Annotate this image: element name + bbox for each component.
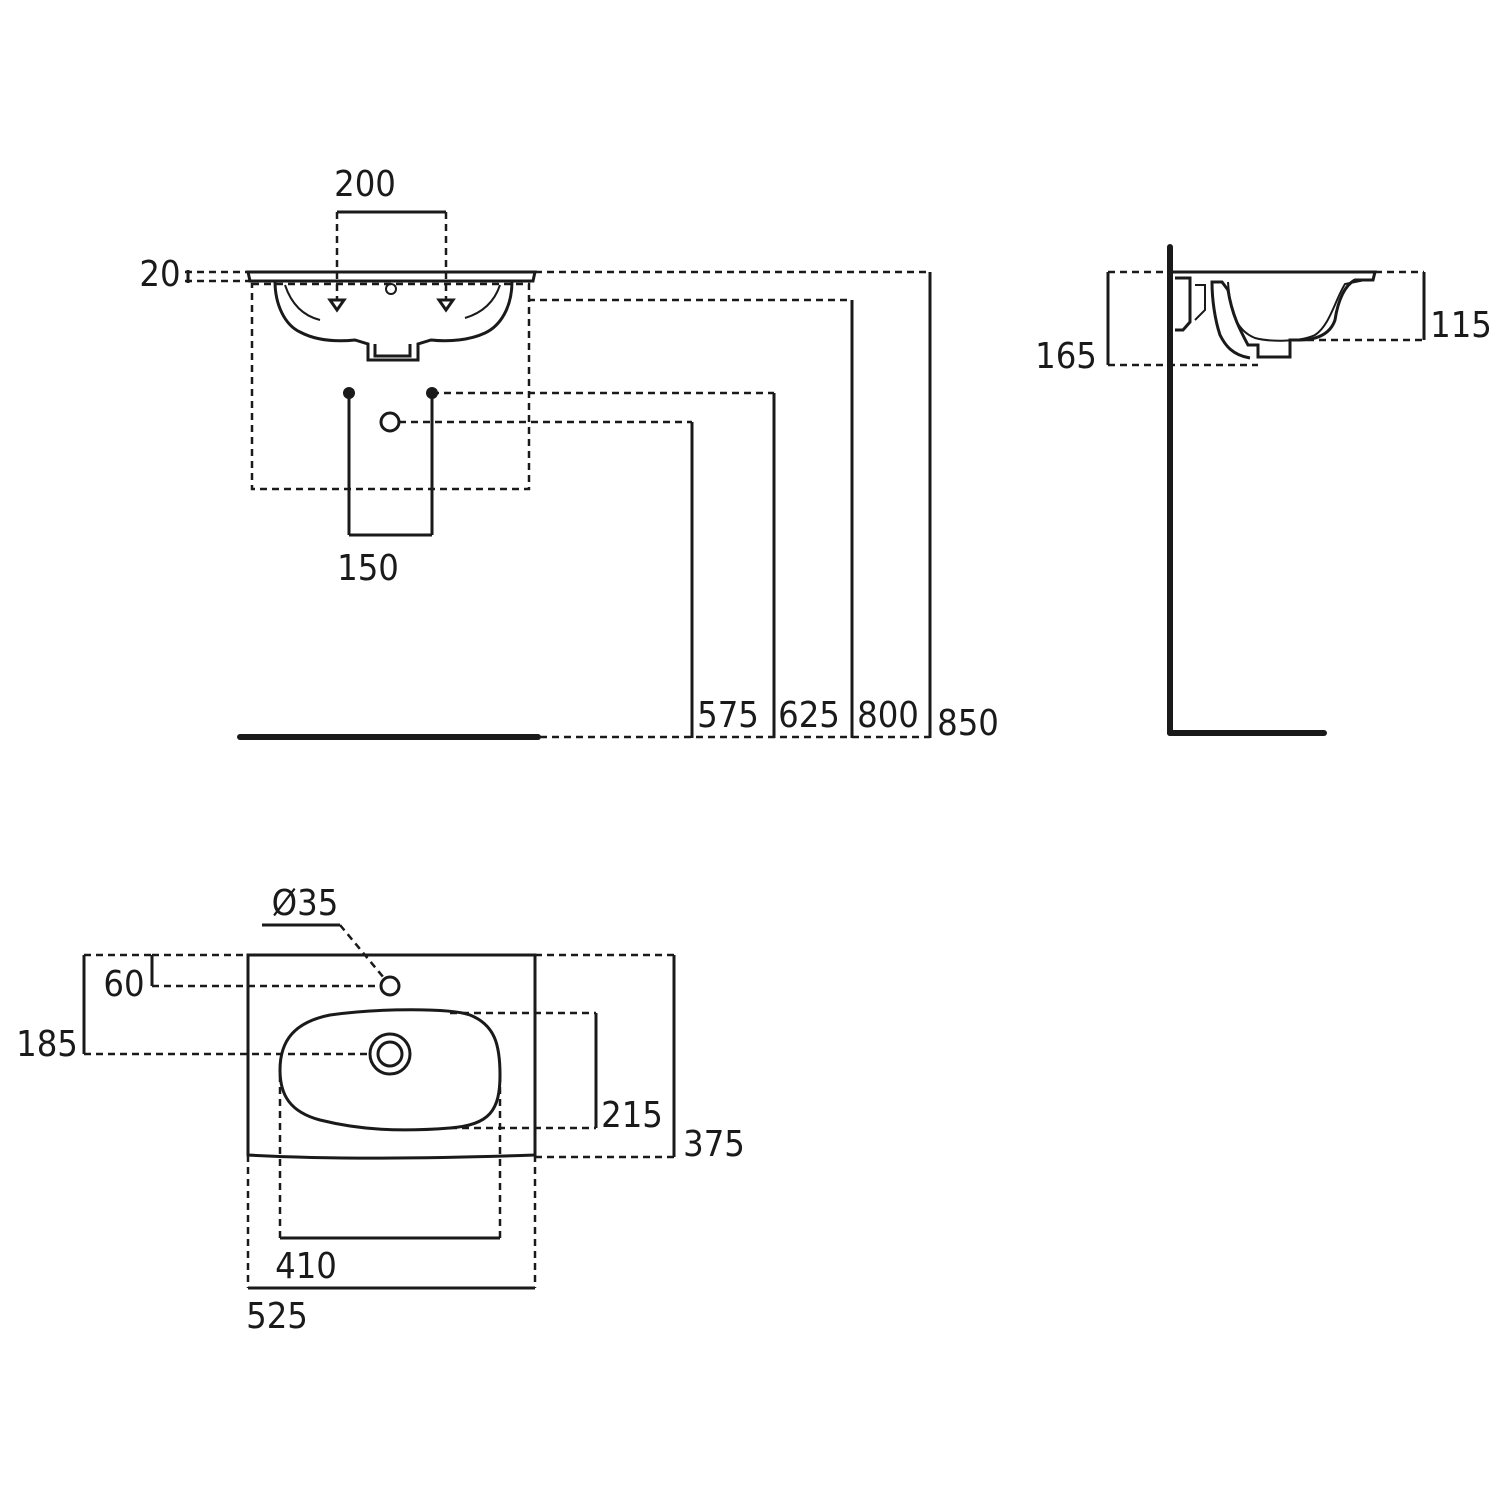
plan-bowl-outline bbox=[278, 1008, 502, 1132]
plan-waste-outer bbox=[368, 1032, 412, 1076]
dim-overall-width: 525 bbox=[246, 1296, 308, 1337]
front-basin-inner-right bbox=[464, 284, 501, 319]
dim-side-165: 165 bbox=[1035, 336, 1097, 377]
front-view: 200 20 150 575 625 800 850 bbox=[139, 164, 999, 744]
side-basin-profile bbox=[1170, 270, 1377, 360]
side-view: 165 115 bbox=[1035, 244, 1492, 736]
front-supply-point bbox=[379, 411, 401, 433]
dim-tap-spacing: 200 bbox=[334, 164, 396, 205]
dim-side-115: 115 bbox=[1430, 305, 1492, 346]
plan-basin-outline bbox=[246, 953, 537, 1160]
dim-bowl-depth: 215 bbox=[601, 1095, 663, 1136]
plan-view: Ø35 60 185 215 375 410 525 bbox=[16, 883, 745, 1337]
front-basin-bowl bbox=[273, 280, 514, 362]
front-overflow-hole bbox=[385, 283, 397, 295]
dim-height-850: 850 bbox=[937, 703, 999, 744]
dim-height-575: 575 bbox=[697, 695, 759, 736]
dim-tap-hole-offset: 60 bbox=[103, 964, 144, 1005]
front-basin-inner bbox=[284, 284, 321, 321]
dim-waste-offset: 185 bbox=[16, 1024, 78, 1065]
front-basin-rim bbox=[246, 270, 537, 283]
dim-height-625: 625 bbox=[778, 695, 840, 736]
dim-waste-spacing: 150 bbox=[337, 548, 399, 589]
plan-tap-hole bbox=[379, 975, 401, 997]
dim-rim-thickness: 20 bbox=[139, 254, 180, 295]
dim-height-800: 800 bbox=[857, 695, 919, 736]
front-waste-outlet bbox=[373, 344, 412, 358]
plan-waste-inner bbox=[376, 1040, 404, 1068]
dim-tap-hole-diameter: Ø35 bbox=[272, 883, 339, 924]
dim-bowl-width: 410 bbox=[275, 1246, 337, 1287]
dim-overall-depth: 375 bbox=[683, 1124, 745, 1165]
side-mount-bracket bbox=[1175, 276, 1192, 332]
front-tap-hole-left bbox=[327, 212, 347, 313]
side-basin-inner bbox=[1227, 279, 1366, 342]
front-tap-hole-right bbox=[436, 212, 456, 313]
front-vanity-outline bbox=[250, 282, 531, 491]
